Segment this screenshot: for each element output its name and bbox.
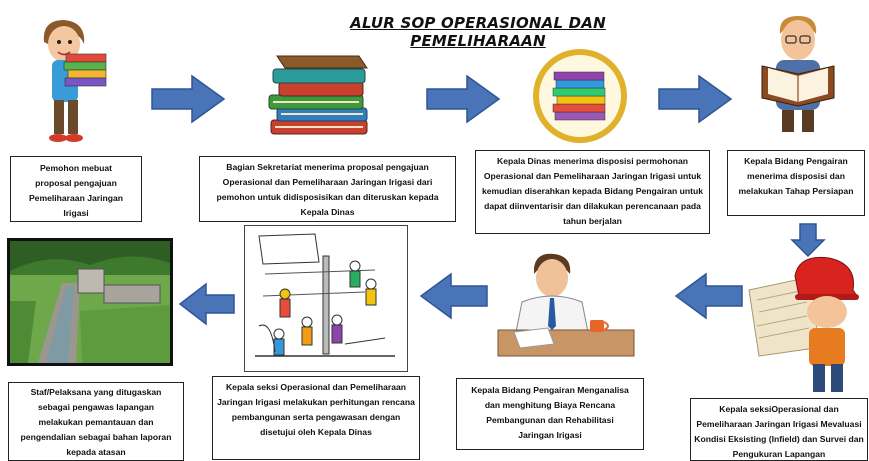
step-8-text-box: Staf/Pelaksana yang ditugaskan sebagai p… (8, 382, 184, 461)
worker-with-hardhat-and-map-icon (745, 256, 863, 398)
arrow-down-icon (790, 223, 826, 258)
arrow-left-icon (419, 272, 488, 320)
stack-of-books-icon (263, 52, 375, 142)
step-7-text-box: Kepala seksi Operasional dan Pemeliharaa… (212, 376, 420, 460)
step-5-text-box: Kepala seksiOperasional dan Pemeliharaan… (690, 398, 868, 461)
irrigation-channel-photo-icon (7, 238, 173, 366)
arrow-right-icon (658, 74, 733, 124)
step-1-text-box: Pemohon mebuat proposal pengajuan Pemeli… (10, 156, 142, 222)
arrow-right-icon (151, 74, 226, 124)
person-carrying-books-icon (14, 12, 118, 150)
step-3-text-box: Kepala Dinas menerima disposisi permohon… (475, 150, 710, 234)
books-in-circle-icon (531, 48, 629, 144)
diagram-title: ALUR SOP OPERASIONAL DAN PEMELIHARAAN (350, 14, 606, 50)
step-4-text-box: Kepala Bidang Pengairan menerima disposi… (727, 150, 865, 216)
arrow-left-icon (178, 282, 235, 326)
man-at-desk-icon (492, 250, 640, 360)
arrow-right-icon (426, 74, 501, 124)
construction-site-sketch-icon (244, 225, 408, 372)
step-2-text-box: Bagian Sekretariat menerima proposal pen… (199, 156, 456, 222)
step-6-text-box: Kepala Bidang Pengairan Menganalisa dan … (456, 378, 644, 450)
arrow-left-icon (674, 272, 743, 320)
man-reading-book-icon (748, 12, 848, 136)
